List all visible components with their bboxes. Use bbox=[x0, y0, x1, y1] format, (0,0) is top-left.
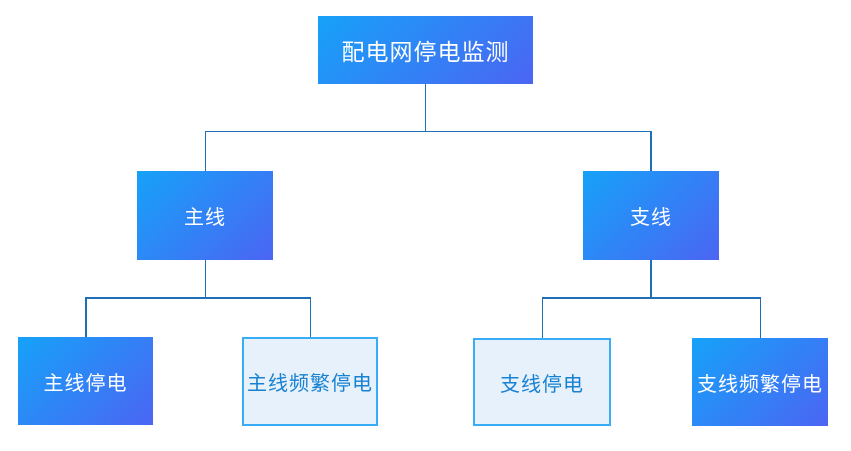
node-main-line-label: 主线 bbox=[184, 207, 226, 229]
node-branch-line-frequent-outage-label: 支线频繁停电 bbox=[697, 373, 823, 396]
node-main-line-frequent-outage: 主线频繁停电 bbox=[242, 337, 378, 426]
node-root: 配电网停电监测 bbox=[318, 16, 533, 84]
node-root-label: 配电网停电监测 bbox=[341, 39, 510, 65]
connector-main-outage-drop bbox=[85, 297, 87, 337]
node-branch-line-outage-label: 支线停电 bbox=[500, 373, 584, 396]
connector-sub-frequent-drop bbox=[759, 297, 761, 338]
connector-root-stem bbox=[424, 84, 426, 132]
connector-main-horizontal bbox=[85, 297, 311, 299]
node-branch-line-frequent-outage: 支线频繁停电 bbox=[692, 338, 828, 426]
connector-main-drop bbox=[204, 131, 206, 171]
node-main-line-outage-label: 主线停电 bbox=[43, 372, 128, 395]
connector-main-stem bbox=[204, 260, 206, 298]
node-main-line-frequent-outage-label: 主线频繁停电 bbox=[247, 373, 373, 395]
connector-sub-outage-drop bbox=[541, 297, 543, 338]
node-branch-line-outage: 支线停电 bbox=[473, 338, 611, 426]
node-branch-line: 支线 bbox=[583, 171, 719, 260]
node-branch-line-label: 支线 bbox=[630, 207, 672, 229]
connector-sub-stem bbox=[650, 260, 652, 298]
node-main-line: 主线 bbox=[137, 171, 273, 260]
connector-main-frequent-drop bbox=[309, 297, 311, 337]
connector-sub-drop bbox=[650, 131, 652, 171]
connector-sub-horizontal bbox=[541, 297, 761, 299]
connector-level1-horizontal bbox=[204, 130, 651, 132]
node-main-line-outage: 主线停电 bbox=[18, 337, 153, 425]
